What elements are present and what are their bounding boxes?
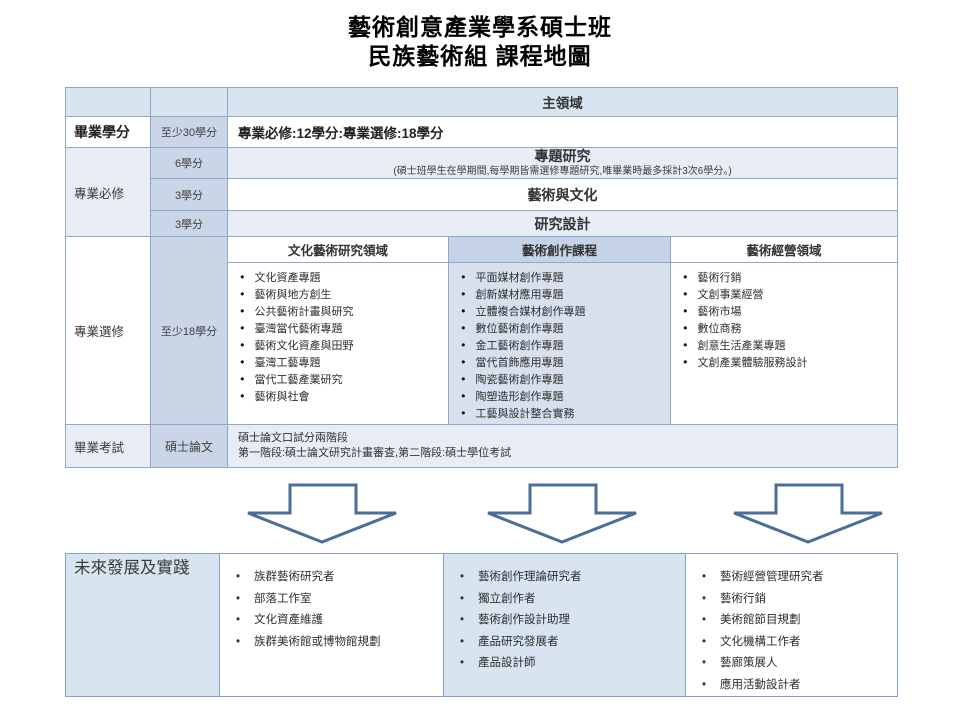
electives-column-header-art-creation: 藝術創作課程 [448, 236, 671, 263]
curriculum-table: 主領域 畢業學分 至少30學分 專業必修:12學分:專業選修:18學分 專業必修… [65, 87, 899, 468]
list-item: 文創產業體驗服務設計 [683, 355, 895, 372]
electives-culture-research-cell: 文化資產專題藝術與地方創生公共藝術計畫與研究臺灣當代藝術專題藝術文化資產與田野臺… [227, 262, 449, 425]
electives-column-header-culture-research: 文化藝術研究領域 [227, 236, 449, 263]
list-item: 當代首飾應用專題 [461, 355, 668, 372]
required-course-2-title: 藝術與文化 [527, 186, 598, 203]
list-item: 立體複合媒材創作專題 [461, 304, 668, 321]
list-item: 文化資產專題 [240, 270, 446, 287]
required-course-row-1: 專業必修 6學分 專題研究 (碩士班學生在學期間,每學期皆需選修專題研究,唯畢業… [65, 147, 899, 237]
electives-header-row: 專業選修 至少18學分 文化藝術研究領域 藝術創作課程 藝術經營領域 [65, 236, 899, 425]
list-item: 族群美術館或博物館規劃 [236, 632, 441, 654]
graduation-exam-content-line-1: 碩士論文口試分兩階段 [238, 432, 348, 444]
future-development-row: 未來發展及實踐 族群藝術研究者部落工作室文化資產維護族群美術館或博物館規劃 藝術… [65, 553, 898, 697]
required-course-2-credits: 3學分 [150, 178, 228, 211]
list-item: 工藝與設計整合實務 [461, 406, 668, 423]
future-development-table: 未來發展及實踐 族群藝術研究者部落工作室文化資產維護族群美術館或博物館規劃 藝術… [65, 553, 898, 697]
list-item: 數位藝術創作專題 [461, 321, 668, 338]
electives-body-row: 文化資產專題藝術與地方創生公共藝術計畫與研究臺灣當代藝術專題藝術文化資產與田野臺… [66, 262, 899, 425]
list-item: 藝廊策展人 [702, 653, 895, 675]
required-course-row-3: 3學分 研究設計 [66, 210, 899, 237]
list-item: 文化資產維護 [236, 610, 441, 632]
list-item: 創意生活產業專題 [683, 338, 895, 355]
list-item: 臺灣工藝專題 [240, 355, 446, 372]
list-item: 藝術行銷 [702, 589, 895, 611]
list-item: 藝術市場 [683, 304, 895, 321]
graduation-exam-thesis: 碩士論文 [150, 424, 228, 468]
future-creation-careers-cell: 藝術創作理論研究者獨立創作者藝術創作設計助理產品研究發展者產品設計師 [443, 553, 686, 697]
list-item: 陶塑造形創作專題 [461, 389, 668, 406]
main-domain-empty-cell-2 [150, 87, 228, 117]
electives-culture-research-list: 文化資產專題藝術與地方創生公共藝術計畫與研究臺灣當代藝術專題藝術文化資產與田野臺… [229, 264, 448, 407]
required-course-1-note: (碩士班學生在學期間,每學期皆需選修專題研究,唯畢業時最多採計3次6學分。) [393, 166, 732, 177]
graduation-credits-amount: 至少30學分 [150, 116, 228, 148]
page-title: 藝術創意產業學系碩士班 民族藝術組 課程地圖 [0, 13, 960, 71]
list-item: 陶瓷藝術創作專題 [461, 372, 668, 389]
list-item: 公共藝術計畫與研究 [240, 304, 446, 321]
list-item: 金工藝術創作專題 [461, 338, 668, 355]
electives-art-creation-cell: 平面媒材創作專題創新媒材應用專題立體複合媒材創作專題數位藝術創作專題金工藝術創作… [448, 262, 671, 425]
future-culture-careers-list: 族群藝術研究者部落工作室文化資產維護族群美術館或博物館規劃 [221, 555, 443, 654]
required-course-3-title: 研究設計 [534, 215, 591, 232]
list-item: 當代工藝產業研究 [240, 372, 446, 389]
list-item: 臺灣當代藝術專題 [240, 321, 446, 338]
list-item: 平面媒材創作專題 [461, 270, 668, 287]
future-management-careers-cell: 藝術經營管理研究者藝術行銷美術館節目規劃文化機構工作者藝廊策展人應用活動設計者 [685, 553, 898, 697]
list-item: 美術館節目規劃 [702, 610, 895, 632]
graduation-credits-row: 畢業學分 至少30學分 專業必修:12學分:專業選修:18學分 [65, 116, 899, 148]
list-item: 文化機構工作者 [702, 632, 895, 654]
required-courses-label: 專業必修 [65, 147, 151, 237]
list-item: 藝術創作理論研究者 [460, 567, 683, 589]
list-item: 藝術文化資產與田野 [240, 338, 446, 355]
electives-label: 專業選修 [65, 236, 151, 425]
graduation-exam-content: 碩士論文口試分兩階段 第一階段:碩士論文研究計畫審查,第二階段:碩士學位考試 [226, 424, 899, 468]
graduation-credits-content: 專業必修:12學分:專業選修:18學分 [226, 116, 899, 148]
list-item: 藝術與地方創生 [240, 287, 446, 304]
main-domain-row: 主領域 [65, 87, 899, 117]
page-title-line-2: 民族藝術組 課程地圖 [368, 43, 592, 69]
required-course-3-cell: 研究設計 [226, 210, 899, 237]
list-item: 部落工作室 [236, 589, 441, 611]
list-item: 創新媒材應用專題 [461, 287, 668, 304]
required-course-row-2: 3學分 藝術與文化 [66, 178, 899, 211]
down-arrow-icon [487, 483, 637, 544]
future-culture-careers-cell: 族群藝術研究者部落工作室文化資產維護族群美術館或博物館規劃 [219, 553, 444, 697]
list-item: 藝術行銷 [683, 270, 895, 287]
electives-art-management-cell: 藝術行銷文創事業經營藝術市場數位商務創意生活產業專題文創產業體驗服務設計 [669, 262, 899, 425]
required-course-3-credits: 3學分 [150, 210, 228, 237]
list-item: 產品設計師 [460, 653, 683, 675]
required-course-1-credits: 6學分 [150, 147, 228, 179]
future-development-label: 未來發展及實踐 [65, 553, 220, 697]
list-item: 族群藝術研究者 [236, 567, 441, 589]
electives-column-header-art-management: 藝術經營領域 [669, 236, 899, 263]
page-title-line-1: 藝術創意產業學系碩士班 [348, 14, 612, 40]
graduation-credits-label: 畢業學分 [65, 116, 151, 148]
list-item: 藝術經營管理研究者 [702, 567, 895, 589]
required-course-1-cell: 專題研究 (碩士班學生在學期間,每學期皆需選修專題研究,唯畢業時最多採計3次6學… [226, 147, 899, 179]
down-arrow-icon [733, 483, 883, 544]
required-course-2-cell: 藝術與文化 [226, 178, 899, 211]
list-item: 藝術創作設計助理 [460, 610, 683, 632]
list-item: 藝術與社會 [240, 389, 446, 406]
list-item: 獨立創作者 [460, 589, 683, 611]
future-management-careers-list: 藝術經營管理研究者藝術行銷美術館節目規劃文化機構工作者藝廊策展人應用活動設計者 [687, 555, 897, 696]
main-domain-header: 主領域 [226, 87, 899, 117]
graduation-exam-row: 畢業考試 碩士論文 碩士論文口試分兩階段 第一階段:碩士論文研究計畫審查,第二階… [65, 424, 899, 468]
list-item: 數位商務 [683, 321, 895, 338]
electives-art-management-list: 藝術行銷文創事業經營藝術市場數位商務創意生活產業專題文創產業體驗服務設計 [672, 264, 897, 373]
future-creation-careers-list: 藝術創作理論研究者獨立創作者藝術創作設計助理產品研究發展者產品設計師 [445, 555, 685, 675]
graduation-exam-label: 畢業考試 [65, 424, 151, 468]
down-arrow-icon [247, 483, 397, 544]
graduation-exam-content-line-2: 第一階段:碩士論文研究計畫審查,第二階段:碩士學位考試 [238, 447, 512, 459]
list-item: 文創事業經營 [683, 287, 895, 304]
electives-art-creation-list: 平面媒材創作專題創新媒材應用專題立體複合媒材創作專題數位藝術創作專題金工藝術創作… [450, 264, 670, 424]
main-domain-empty-cell-1 [65, 87, 151, 117]
list-item: 應用活動設計者 [702, 675, 895, 696]
list-item: 產品研究發展者 [460, 632, 683, 654]
electives-credits: 至少18學分 [150, 236, 228, 425]
required-course-1-title: 專題研究 [534, 148, 591, 165]
